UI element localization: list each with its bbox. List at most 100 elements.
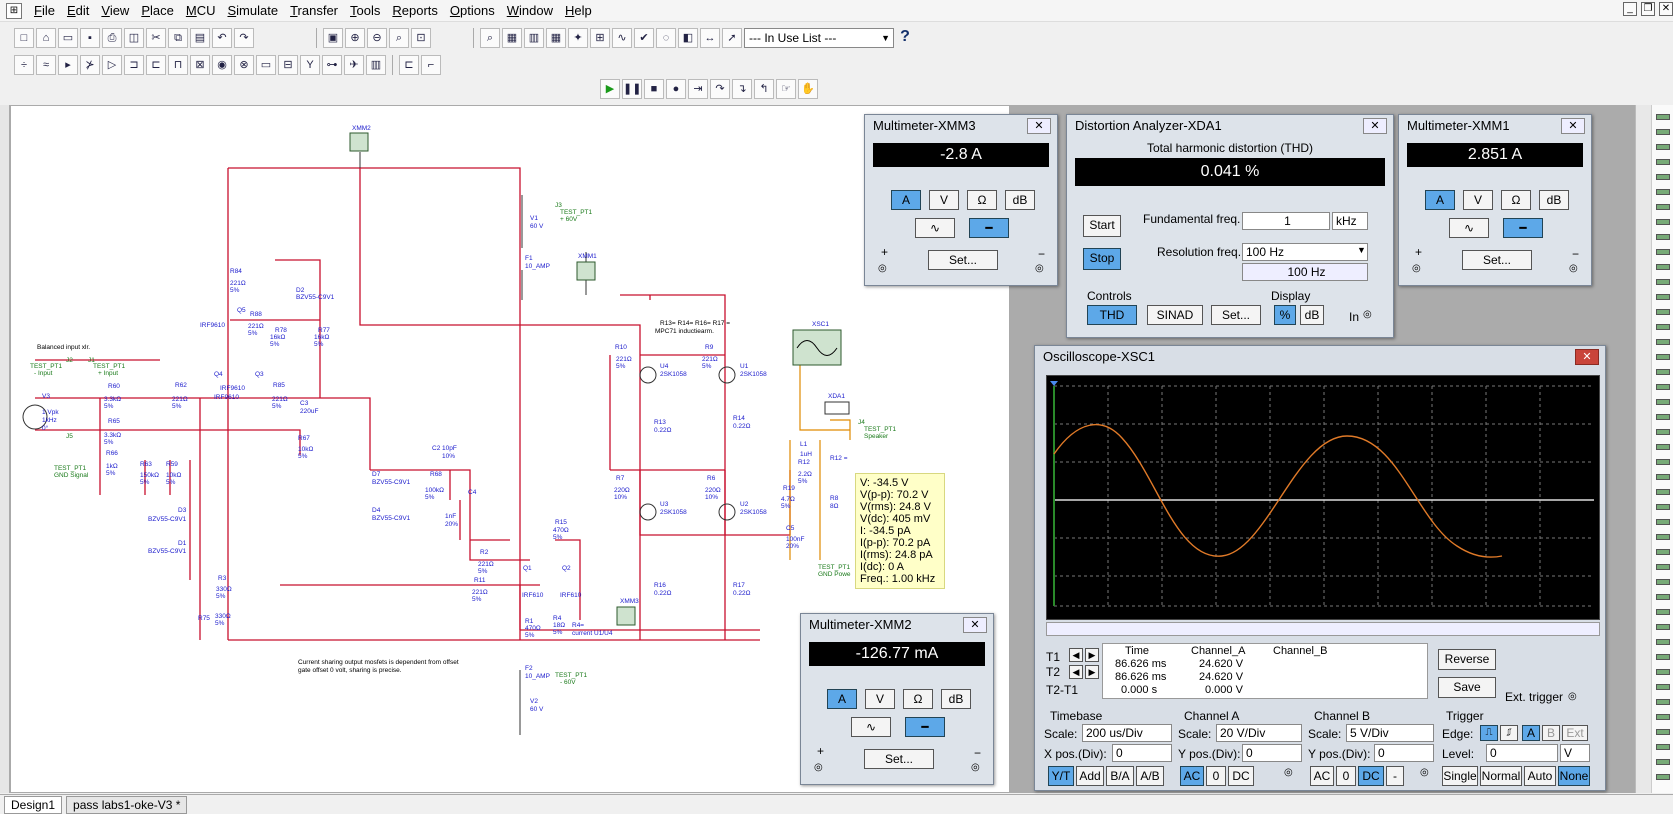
instrument-icon[interactable] <box>1656 699 1670 705</box>
dc-mode-button[interactable]: ━ <box>905 717 945 737</box>
place-rf-icon[interactable]: Y <box>300 55 320 75</box>
scope-horizontal-scrollbar[interactable] <box>1046 622 1600 636</box>
instrument-icon[interactable] <box>1656 279 1670 285</box>
add-mode-button[interactable]: Add <box>1076 766 1104 786</box>
timebase-xpos-input[interactable]: 0 <box>1112 744 1172 762</box>
sinad-button[interactable]: SINAD <box>1147 305 1203 325</box>
channel-b-scale-input[interactable]: 5 V/Div <box>1346 724 1434 742</box>
ext-trigger-terminal-icon[interactable]: ◎ <box>1568 691 1577 702</box>
step-into-icon[interactable]: ↴ <box>732 79 752 99</box>
instrument-icon[interactable] <box>1656 144 1670 150</box>
menu-simulate[interactable]: Simulate <box>227 2 279 18</box>
instrument-icon[interactable] <box>1656 579 1670 585</box>
menu-help[interactable]: Help <box>564 2 592 18</box>
menu-place[interactable]: Place <box>141 2 174 18</box>
place-basic-icon[interactable]: ≈ <box>36 55 56 75</box>
fundamental-freq-input[interactable]: 1 <box>1242 212 1330 230</box>
postprocessor-icon[interactable]: ⊞ <box>590 28 610 48</box>
channel-b-zero-button[interactable]: 0 <box>1336 766 1356 786</box>
instrument-icon[interactable] <box>1656 744 1670 750</box>
pause-at-next-icon[interactable]: ● <box>666 79 686 99</box>
stop-icon[interactable]: ■ <box>644 79 664 99</box>
place-source-icon[interactable]: ÷ <box>14 55 34 75</box>
close-icon[interactable]: ✕ <box>1575 349 1599 365</box>
mode-voltmeter-button[interactable]: V <box>929 190 959 210</box>
menu-file[interactable]: File <box>34 2 55 18</box>
full-screen-icon[interactable]: ▣ <box>323 28 343 48</box>
trigger-normal-button[interactable]: Normal <box>1480 766 1522 786</box>
instrument-icon[interactable] <box>1656 549 1670 555</box>
channel-a-dc-button[interactable]: DC <box>1228 766 1254 786</box>
ac-mode-button[interactable]: ∿ <box>851 717 891 737</box>
instrument-icon[interactable] <box>1656 129 1670 135</box>
spreadsheet-icon[interactable]: ▦ <box>502 28 522 48</box>
grapher-icon[interactable]: ▥ <box>524 28 544 48</box>
zoom-area-icon[interactable]: ⌕ <box>389 28 409 48</box>
instrument-icon[interactable] <box>1656 774 1670 780</box>
trigger-source-ext-button[interactable]: Ext <box>1562 725 1588 741</box>
place-mixed-icon[interactable]: ⊠ <box>190 55 210 75</box>
instrument-icon[interactable] <box>1656 384 1670 390</box>
oscilloscope-screen[interactable] <box>1046 375 1600 620</box>
place-electromech-icon[interactable]: ⊶ <box>322 55 342 75</box>
close-icon[interactable]: ✕ <box>963 617 987 633</box>
channel-b-ypos-input[interactable]: 0 <box>1374 744 1434 762</box>
instrument-icon[interactable] <box>1656 414 1670 420</box>
channel-a-terminal-icon[interactable]: ◎ <box>1284 767 1293 778</box>
help-icon[interactable]: ? <box>900 28 910 45</box>
paste-icon[interactable]: ▤ <box>190 28 210 48</box>
trigger-falling-edge-icon[interactable]: ⎎ <box>1500 725 1518 741</box>
instrument-icon[interactable] <box>1656 354 1670 360</box>
instrument-icon[interactable] <box>1656 594 1670 600</box>
backannotate-icon[interactable]: ◧ <box>678 28 698 48</box>
bus-icon[interactable]: ⌐ <box>421 55 441 75</box>
instrument-icon[interactable] <box>1656 654 1670 660</box>
menu-transfer[interactable]: Transfer <box>290 2 339 18</box>
settings-button[interactable]: Set... <box>1211 305 1261 325</box>
instrument-icon[interactable] <box>1656 159 1670 165</box>
instrument-icon[interactable] <box>1656 684 1670 690</box>
instrument-icon[interactable] <box>1656 519 1670 525</box>
channel-b-dc-button[interactable]: DC <box>1358 766 1384 786</box>
fundamental-freq-unit[interactable]: kHz <box>1332 212 1368 230</box>
save-icon[interactable]: ▪ <box>80 28 100 48</box>
place-misc-icon[interactable]: ▭ <box>256 55 276 75</box>
instrument-icon[interactable] <box>1656 369 1670 375</box>
place-advanced-icon[interactable]: ⊟ <box>278 55 298 75</box>
open-samples-icon[interactable]: ▭ <box>58 28 78 48</box>
chevron-down-icon[interactable]: ▼ <box>1357 245 1366 255</box>
place-cmos-icon[interactable]: ⊏ <box>146 55 166 75</box>
place-mcu-icon[interactable]: ▥ <box>366 55 386 75</box>
dc-mode-button[interactable]: ━ <box>969 218 1009 238</box>
instrument-icon[interactable] <box>1656 294 1670 300</box>
print-preview-icon[interactable]: ◫ <box>124 28 144 48</box>
in-use-list-select[interactable]: --- In Use List --- <box>744 28 894 48</box>
cursor-marker-icon[interactable] <box>1050 381 1058 386</box>
display-percent-button[interactable]: % <box>1274 305 1296 325</box>
instrument-icon[interactable] <box>1656 249 1670 255</box>
trigger-auto-button[interactable]: Auto <box>1524 766 1556 786</box>
timebase-scale-input[interactable]: 200 us/Div <box>1082 724 1172 742</box>
instrument-icon[interactable] <box>1656 534 1670 540</box>
new-file-icon[interactable]: □ <box>14 28 34 48</box>
instrument-icon[interactable] <box>1656 564 1670 570</box>
menu-tools[interactable]: Tools <box>350 2 381 18</box>
tab-pass-labs[interactable]: pass labs1-oke-V3 * <box>66 795 188 814</box>
place-power-icon[interactable]: ⊗ <box>234 55 254 75</box>
menu-window[interactable]: Window <box>506 2 553 18</box>
instrument-icon[interactable] <box>1656 114 1670 120</box>
menu-view[interactable]: View <box>101 2 130 18</box>
close-icon[interactable]: ✕ <box>1561 118 1585 134</box>
instrument-icon[interactable] <box>1656 759 1670 765</box>
database-icon[interactable]: ▦ <box>546 28 566 48</box>
menu-options[interactable]: Options <box>449 2 495 18</box>
restore-icon[interactable]: ❐ <box>1641 2 1655 16</box>
xda1-symbol[interactable] <box>824 401 850 415</box>
negative-terminal-icon[interactable]: ◎ <box>971 762 980 773</box>
trigger-level-input[interactable]: 0 <box>1486 744 1558 762</box>
hierarchical-block-icon[interactable]: ⊏ <box>399 55 419 75</box>
cut-icon[interactable]: ✂ <box>146 28 166 48</box>
channel-a-scale-input[interactable]: 20 V/Div <box>1216 724 1302 742</box>
stop-button[interactable]: Stop <box>1083 248 1121 270</box>
reverse-button[interactable]: Reverse <box>1438 649 1496 670</box>
